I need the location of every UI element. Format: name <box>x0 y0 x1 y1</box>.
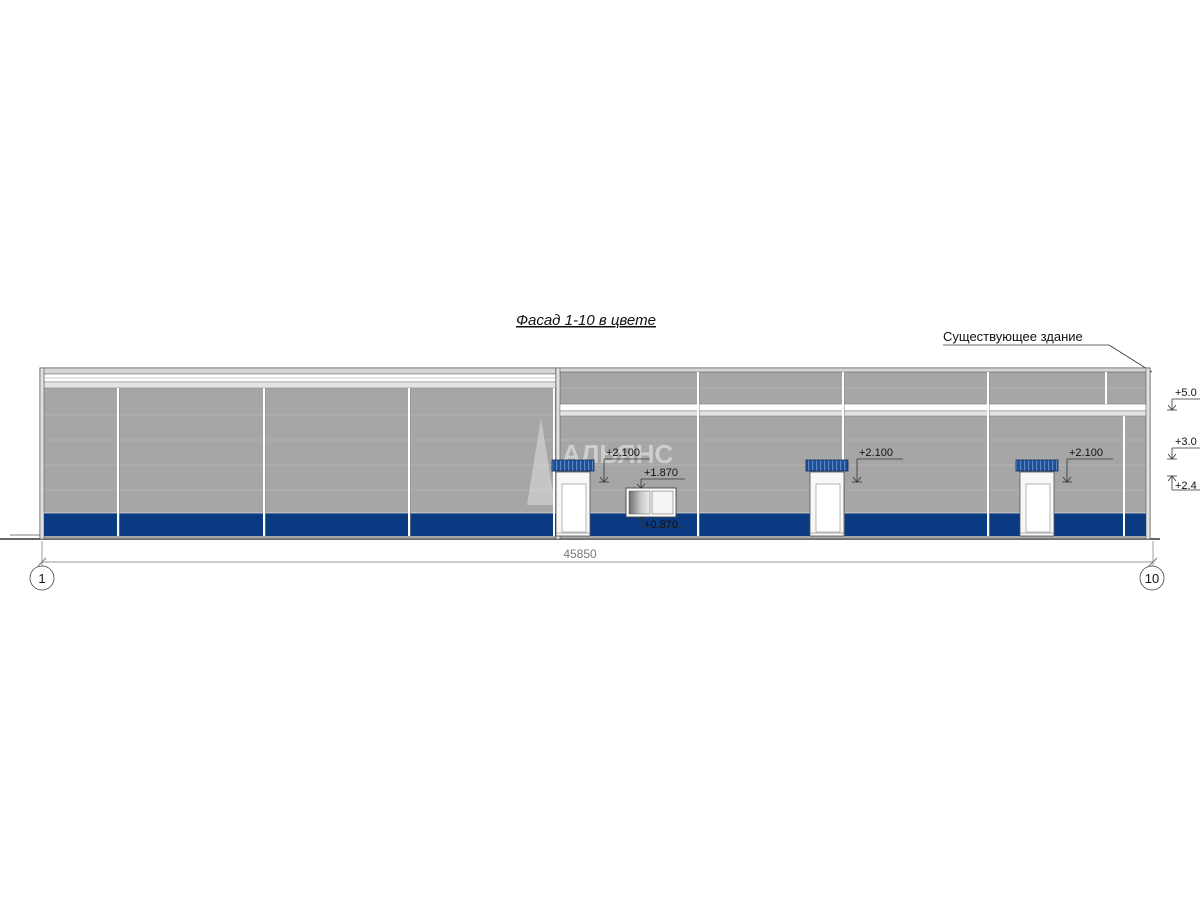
elevation-label-door-middle: +2.100 <box>859 447 893 459</box>
elevation-label-edge-top: +5.0 <box>1175 387 1197 399</box>
elevation-marker-edge-top: +5.0 <box>1167 387 1200 411</box>
column-line-edges <box>119 372 990 536</box>
overall-dimension: 45850 <box>563 547 597 561</box>
door-right <box>1015 459 1059 537</box>
existing-building-label: Существующее здание <box>943 329 1083 344</box>
elevation-label-window-top: +1.870 <box>644 467 678 479</box>
door-middle <box>805 459 849 537</box>
elevation-label-window-bottom: +0.870 <box>644 519 678 531</box>
left-building-block <box>39 367 557 540</box>
elevation-label-door-left: +2.100 <box>606 447 640 459</box>
drawing-title: Фасад 1-10 в цвете <box>516 312 656 329</box>
elevation-marker-edge-middle: +3.0 <box>1167 436 1200 460</box>
axis-label-right: 10 <box>1145 571 1159 586</box>
axis-bubble-right: 10 <box>1139 565 1165 591</box>
axis-bubble-left: 1 <box>29 565 55 591</box>
elevation-marker-edge-bottom: +2.4 <box>1167 475 1200 492</box>
door-left <box>551 459 595 537</box>
elevation-marker-door-left: +2.100 <box>599 447 650 483</box>
window <box>625 487 677 518</box>
dimension-line <box>37 541 1158 568</box>
elevation-label-edge-bottom: +2.4 <box>1175 480 1197 492</box>
elevation-marker-window-top: +1.870 <box>636 467 685 489</box>
elevation-label-door-right: +2.100 <box>1069 447 1103 459</box>
elevation-marker-door-right: +2.100 <box>1062 447 1113 483</box>
existing-building-leader <box>943 344 1153 373</box>
axis-label-left: 1 <box>38 571 45 586</box>
elevation-marker-door-middle: +2.100 <box>852 447 903 483</box>
elevation-marker-window-bottom: +0.870 <box>636 516 685 531</box>
elevation-label-edge-middle: +3.0 <box>1175 436 1197 448</box>
plinth-band <box>44 512 1146 536</box>
